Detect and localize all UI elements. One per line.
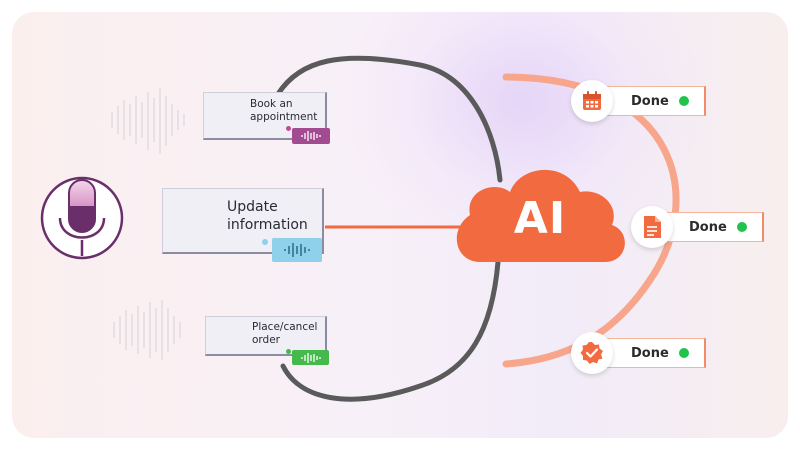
verified-badge-icon	[580, 342, 603, 364]
intent-label: Place/cancel order	[252, 321, 318, 347]
result-icon-circle	[631, 206, 673, 248]
result-icon-circle	[571, 80, 613, 122]
sound-wave-icon	[300, 352, 321, 363]
result-status-label: Done	[631, 93, 669, 109]
result-pill-3: Done	[602, 338, 706, 368]
intent-label: Book an appointment	[250, 98, 318, 124]
intent-label: Update information	[227, 199, 308, 233]
sound-wave-icon	[284, 243, 310, 257]
connector-bottom	[280, 259, 501, 402]
result-status-label: Done	[689, 219, 727, 235]
intent-card-book-appointment: Book an appointment	[203, 92, 327, 140]
intent-status-dot	[286, 126, 291, 131]
intent-card-place-cancel-order: Place/cancel order	[205, 316, 327, 356]
sound-wave-decoration-bottom	[113, 300, 181, 360]
audio-wave-badge	[292, 350, 329, 365]
result-pill-2: Done	[660, 212, 764, 242]
result-status-label: Done	[631, 345, 669, 361]
intent-card-update-information: Update information	[162, 188, 324, 254]
connector-top	[275, 55, 503, 183]
result-icon-circle	[571, 332, 613, 374]
status-green-dot	[678, 96, 689, 106]
status-green-dot	[678, 348, 689, 358]
status-green-dot	[736, 222, 747, 232]
ai-label: AI	[513, 193, 567, 244]
microphone-icon	[40, 176, 124, 260]
document-icon	[644, 216, 661, 238]
intent-status-dot	[286, 349, 291, 354]
sound-wave-decoration-top	[111, 88, 185, 154]
ai-cloud-icon	[456, 169, 625, 262]
intent-status-dot	[262, 239, 268, 245]
result-pill-1: Done	[602, 86, 706, 116]
calendar-icon	[583, 91, 601, 110]
audio-wave-badge	[292, 128, 330, 144]
audio-wave-badge	[272, 238, 322, 262]
sound-wave-icon	[301, 131, 321, 141]
